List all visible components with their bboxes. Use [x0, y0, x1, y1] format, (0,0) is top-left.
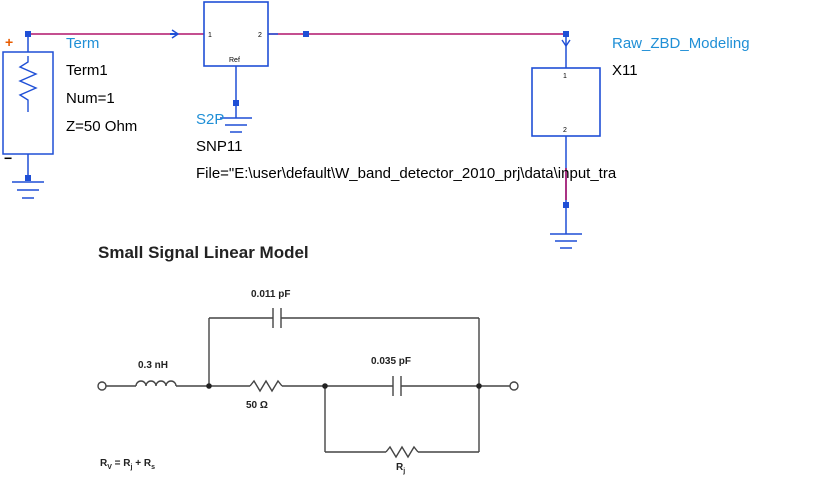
- s2p-file-label: File="E:\user\default\W_band_detector_20…: [196, 165, 617, 182]
- term-instance-label: Term1: [66, 62, 108, 79]
- formula-rj-sub: j: [130, 464, 133, 471]
- formula-plus: + R: [132, 458, 152, 469]
- s2p-instance-label: SNP11: [196, 138, 243, 155]
- formula-eq: = R: [111, 458, 131, 469]
- rj-label: Rj: [396, 462, 405, 475]
- s2p-block[interactable]: [170, 1, 278, 118]
- formula-rv-sub: V: [107, 464, 112, 471]
- resistor-series-label: 50 Ω: [246, 400, 268, 411]
- s2p-pin1-label: 1: [208, 32, 212, 39]
- model-junctions: [206, 383, 482, 389]
- rj-sub: j: [403, 468, 406, 475]
- term-ground-symbol: [12, 181, 44, 199]
- zbd-pin2-label: 2: [563, 127, 567, 134]
- zbd-pin1-label: 1: [563, 73, 567, 80]
- formula-rs-sub: s: [151, 464, 156, 471]
- s2p-ground-symbol: [220, 117, 252, 133]
- s2p-component-label: S2P: [196, 111, 225, 128]
- inductor-label: 0.3 nH: [138, 360, 169, 371]
- zbd-component-label: Raw_ZBD_Modeling: [612, 35, 750, 52]
- formula-label: RV = Rj + Rs: [100, 458, 155, 471]
- model-title: Small Signal Linear Model: [98, 243, 309, 262]
- term-source[interactable]: [2, 34, 54, 178]
- term-num-label: Num=1: [66, 90, 115, 107]
- cap-top-label: 0.011 pF: [251, 289, 291, 300]
- s2p-ref-label: Ref: [229, 57, 240, 64]
- zbd-ground-symbol: [550, 233, 582, 249]
- zbd-instance-label: X11: [612, 62, 638, 79]
- term-impedance-label: Z=50 Ohm: [66, 118, 138, 135]
- cap-mid-label: 0.035 pF: [371, 356, 412, 367]
- rj-main: R: [396, 462, 404, 473]
- term-plus-sign: +: [5, 34, 13, 50]
- formula-rv: R: [100, 458, 108, 469]
- s2p-pin2-label: 2: [258, 32, 262, 39]
- term-component-label: Term: [66, 35, 100, 52]
- zbd-block[interactable]: [531, 34, 601, 234]
- model-circuit: [97, 308, 519, 459]
- term-minus-sign: −: [4, 150, 12, 166]
